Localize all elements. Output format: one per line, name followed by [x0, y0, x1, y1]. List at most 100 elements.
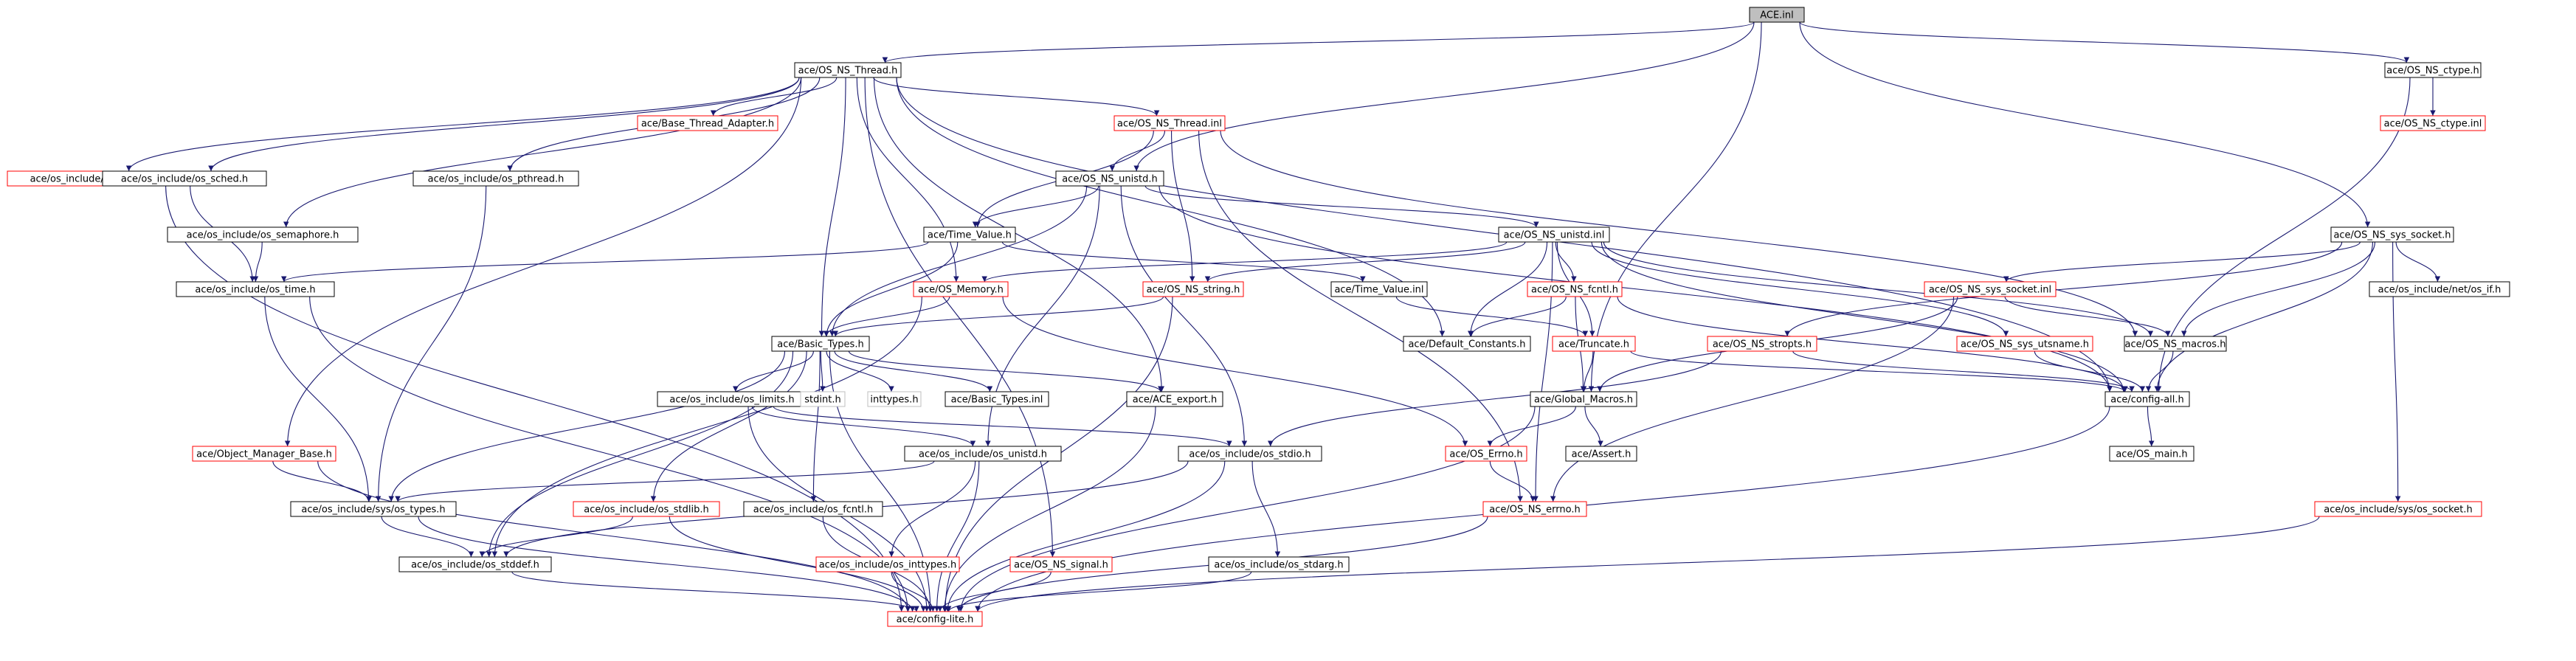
node-label: ace/Global_Macros.h	[1534, 395, 1633, 406]
edge-basic_types_h-to-os_types_h	[388, 350, 786, 502]
edge-os_ns_unistd_inl-to-os_ns_macros_h	[1603, 241, 2154, 337]
node-label: ace/os_include/os_stddef.h	[411, 560, 539, 571]
node-assert_h[interactable]: ace/Assert.h	[1565, 446, 1637, 462]
node-box	[1178, 446, 1322, 462]
node-os_ns_sys_socket_h[interactable]: ace/OS_NS_sys_socket.h	[2330, 226, 2454, 243]
node-box	[1330, 281, 1428, 297]
node-box	[1113, 115, 1226, 131]
edge-os_ns_sys_socket_h-to-config_all_h	[2154, 241, 2373, 392]
node-box	[1530, 391, 1637, 407]
node-time_value_inl[interactable]: ace/Time_Value.inl	[1330, 281, 1428, 297]
node-os_ns_ctype_h[interactable]: ace/OS_NS_ctype.h	[2384, 62, 2482, 78]
node-os_sched_h[interactable]: ace/os_include/os_sched.h	[102, 170, 267, 187]
node-layer: ACE.inl ace/OS_NS_Thread.h ace/OS_NS_ctype…	[7, 7, 2510, 627]
edge-os_sem_h-to-config_lite_h	[165, 185, 905, 612]
node-basic_types_h[interactable]: ace/Basic_Types.h	[771, 336, 870, 352]
node-label: ace/Base_Thread_Adapter.h	[641, 119, 774, 130]
node-box	[867, 391, 922, 407]
node-os_unistd_h[interactable]: ace/os_include/os_unistd.h	[904, 446, 1062, 462]
node-os_main_h[interactable]: ace/OS_main.h	[2109, 446, 2195, 462]
node-os_ns_string_h[interactable]: ace/OS_NS_string.h	[1142, 281, 1244, 297]
node-box	[743, 501, 883, 517]
node-os_ns_signal_h[interactable]: ace/OS_NS_signal.h	[1009, 556, 1113, 572]
node-os_semaphore_h[interactable]: ace/os_include/os_semaphore.h	[167, 226, 359, 243]
node-os_ns_thread_inl[interactable]: ace/OS_NS_Thread.inl	[1113, 115, 1226, 131]
node-time_value_h[interactable]: ace/Time_Value.h	[923, 226, 1016, 243]
node-os_pthread_h[interactable]: ace/os_include/os_pthread.h	[412, 170, 579, 187]
edge-os_ns_sys_socket_h-to-os_ns_sys_socket_inl	[2003, 241, 2361, 283]
node-os_ns_unistd_inl[interactable]: ace/OS_NS_unistd.inl	[1498, 226, 1610, 243]
node-config_all_h[interactable]: ace/config-all.h	[2104, 391, 2190, 407]
edge-os_memory_h-to-os_stddef_h	[491, 296, 922, 558]
node-os_ns_sys_utsname_h[interactable]: ace/OS_NS_sys_utsname.h	[1956, 336, 2093, 352]
node-box	[573, 501, 720, 517]
edge-os_ns_unistd_inl-to-os_ns_errno_h	[1533, 241, 1553, 502]
edge-global_macros_h-to-os_errno_h	[1487, 406, 1576, 447]
node-os_inttypes_h[interactable]: ace/os_include/os_inttypes.h	[815, 556, 960, 572]
node-box	[2369, 281, 2510, 297]
edge-os_memory_h-to-os_errno_h	[1002, 296, 1468, 447]
node-label: ace/Time_Value.h	[928, 230, 1012, 241]
node-os_stdarg_h[interactable]: ace/os_include/os_stdarg.h	[1208, 556, 1350, 572]
node-label: ace/OS_NS_string.h	[1147, 285, 1240, 296]
node-os_limits_h[interactable]: ace/os_include/os_limits.h	[657, 391, 807, 407]
node-ace_export_h[interactable]: ace/ACE_export.h	[1126, 391, 1223, 407]
edge-os_ns_thread_inl-to-os_ns_string_h	[1171, 130, 1195, 283]
node-label: ace/OS_Memory.h	[918, 285, 1004, 296]
edge-ace_inl-to-os_ns_unistd_h	[1133, 21, 1755, 172]
node-os_ns_errno_h[interactable]: ace/OS_NS_errno.h	[1482, 501, 1587, 517]
node-global_macros_h[interactable]: ace/Global_Macros.h	[1530, 391, 1637, 407]
node-base_thread_adapter_h[interactable]: ace/Base_Thread_Adapter.h	[637, 115, 778, 131]
node-os_stdio_h[interactable]: ace/os_include/os_stdio.h	[1178, 446, 1322, 462]
node-os_memory_h[interactable]: ace/OS_Memory.h	[913, 281, 1009, 297]
edge-os_ns_signal_h-to-config_lite_h	[937, 571, 1052, 612]
node-os_ns_unistd_h[interactable]: ace/OS_NS_unistd.h	[1055, 170, 1164, 187]
node-box	[2104, 391, 2190, 407]
node-os_stddef_h[interactable]: ace/os_include/os_stddef.h	[398, 556, 552, 572]
node-ace_inl[interactable]: ACE.inl	[1749, 7, 1805, 23]
node-os_time_h[interactable]: ace/os_include/os_time.h	[176, 281, 335, 297]
edge-basic_types_h-to-ace_export_h	[848, 350, 1164, 392]
node-os_stdlib_h[interactable]: ace/os_include/os_stdlib.h	[573, 501, 720, 517]
node-label: ace/OS_Errno.h	[1449, 449, 1522, 460]
node-inttypes_h[interactable]: inttypes.h	[867, 391, 922, 407]
node-box	[2109, 446, 2195, 462]
node-box	[2124, 336, 2227, 352]
edge-os_ns_unistd_inl-to-os_memory_h	[981, 241, 1508, 283]
node-box	[887, 611, 983, 627]
node-box	[398, 556, 552, 572]
node-os_fcntl_h[interactable]: ace/os_include/os_fcntl.h	[743, 501, 883, 517]
node-os_socket_h[interactable]: ace/os_include/sys/os_socket.h	[2314, 501, 2482, 517]
edge-os_ns_sys_socket_h-to-os_if_h	[2395, 241, 2441, 283]
node-os_ns_thread_h[interactable]: ace/OS_NS_Thread.h	[794, 62, 902, 78]
edge-os_ns_thread_h-to-os_sched_h	[208, 77, 800, 172]
node-stdint_h[interactable]: stdint.h	[800, 391, 846, 407]
node-basic_types_inl[interactable]: ace/Basic_Types.inl	[945, 391, 1049, 407]
node-object_manager_base_h[interactable]: ace/Object_Manager_Base.h	[192, 446, 336, 462]
node-os_ns_ctype_inl[interactable]: ace/OS_NS_ctype.inl	[2380, 115, 2486, 131]
node-os_ns_stropts_h[interactable]: ace/OS_NS_stropts.h	[1707, 336, 1817, 352]
node-os_ns_macros_h[interactable]: ace/OS_NS_macros.h	[2124, 336, 2227, 352]
edge-os_ns_thread_inl-to-os_ns_macros_h	[1220, 130, 2138, 337]
edge-ace_inl-to-os_ns_ctype_h	[1799, 21, 2410, 63]
node-os_ns_fcntl_h[interactable]: ace/OS_NS_fcntl.h	[1527, 281, 1623, 297]
edge-basic_types_h-to-os_stddef_h	[486, 350, 794, 558]
node-label: ace/Default_Constants.h	[1408, 339, 1525, 350]
node-os_if_h[interactable]: ace/os_include/net/os_if.h	[2369, 281, 2510, 297]
edge-config_all_h-to-os_main_h	[2147, 406, 2155, 447]
node-os_errno_h[interactable]: ace/OS_Errno.h	[1445, 446, 1527, 462]
edge-truncate_h-to-global_macros_h	[1581, 350, 1594, 392]
node-os_types_h[interactable]: ace/os_include/sys/os_types.h	[290, 501, 457, 517]
edge-object_manager_base_h-to-config_lite_h	[317, 460, 911, 612]
node-config_lite_h[interactable]: ace/config-lite.h	[887, 611, 983, 627]
node-label: ace/OS_main.h	[2116, 449, 2187, 460]
node-label: ace/OS_NS_signal.h	[1014, 560, 1108, 571]
node-default_constants_h[interactable]: ace/Default_Constants.h	[1403, 336, 1531, 352]
node-box	[1565, 446, 1637, 462]
node-os_ns_sys_socket_inl[interactable]: ace/OS_NS_sys_socket.inl	[1924, 281, 2057, 297]
node-box	[1749, 7, 1805, 23]
node-label: ace/OS_NS_fcntl.h	[1531, 285, 1618, 296]
edge-os_semaphore_h-to-os_time_h	[252, 241, 263, 283]
node-truncate_h[interactable]: ace/Truncate.h	[1552, 336, 1636, 352]
node-label: ace/ACE_export.h	[1133, 395, 1217, 406]
